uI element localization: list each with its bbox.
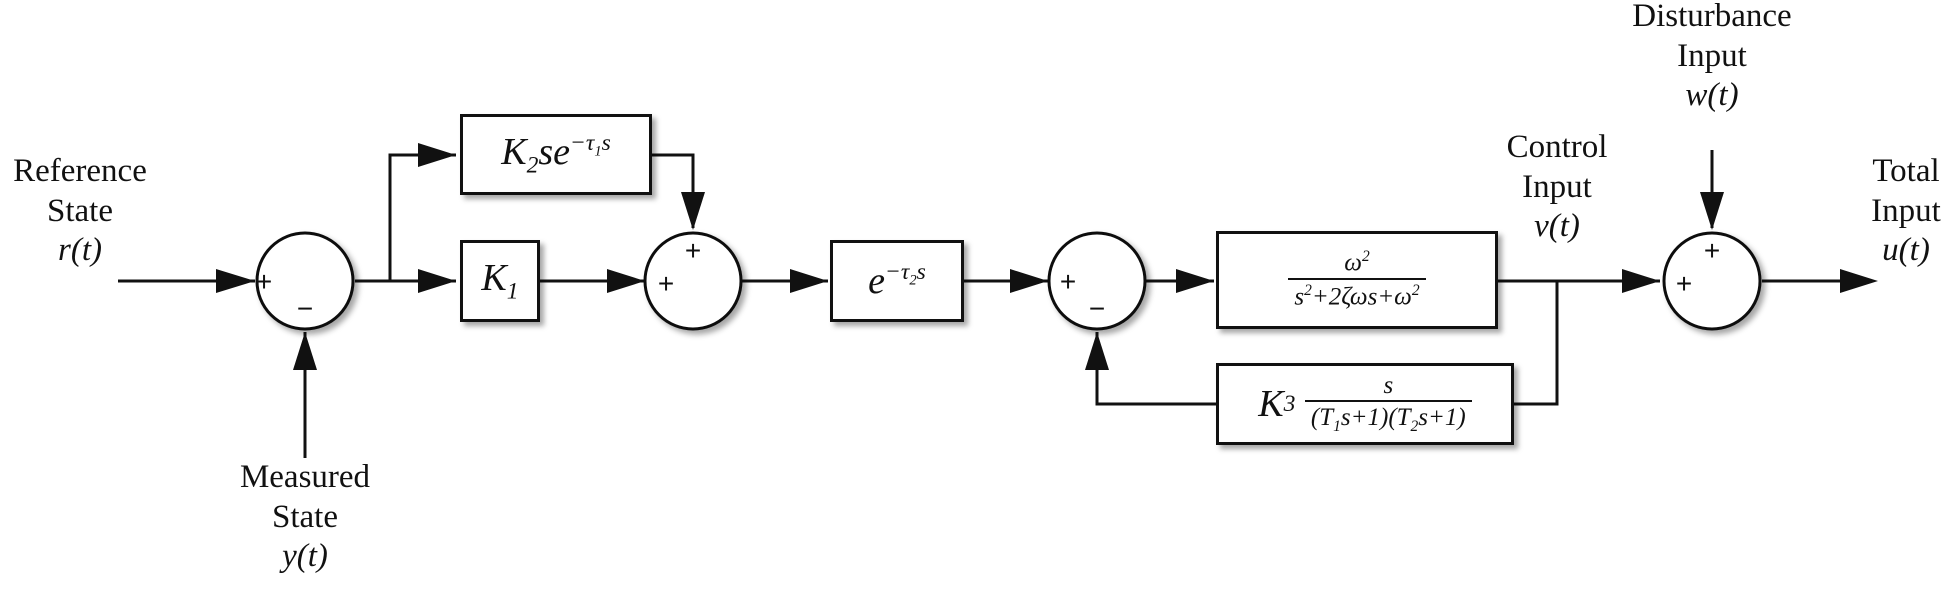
total-symbol: u(t) — [1882, 232, 1930, 269]
reference-line-1: Reference — [13, 153, 147, 189]
arrowhead — [418, 269, 456, 293]
measured-line-1: Measured — [239, 459, 371, 495]
arrowhead — [216, 269, 255, 293]
reference-line-2: State — [47, 192, 113, 229]
control-line-2: Input — [1522, 168, 1592, 205]
line-feedback-pickoff — [1512, 281, 1559, 406]
sum2-circle — [643, 231, 743, 331]
junction-signs: + − + + + − + + — [256, 235, 1720, 324]
total-line-2: Input — [1871, 192, 1941, 229]
arrowhead — [1700, 192, 1724, 230]
arrowhead — [790, 269, 828, 293]
line-branch-to-k2 — [388, 153, 456, 281]
measured-symbol: y(t) — [282, 538, 328, 575]
measured-state-label: Measured State y(t) — [210, 458, 400, 577]
disturbance-line-2: Input — [1677, 37, 1747, 74]
sum3-sign-bottom: − — [1089, 293, 1105, 324]
total-input-label: Total Input u(t) — [1862, 152, 1950, 271]
reference-symbol: r(t) — [58, 232, 102, 269]
control-input-label: Control Input v(t) — [1472, 128, 1642, 247]
block-k2-delay: K2se−τ1s — [460, 114, 652, 195]
line-feedback-to-sum3 — [1095, 332, 1216, 406]
summing-junctions — [255, 231, 1762, 331]
control-line-1: Control — [1506, 129, 1608, 165]
sum2-sign-top: + — [685, 235, 701, 266]
sum3-sign-left: + — [1060, 266, 1076, 297]
sum4-circle — [1662, 231, 1762, 331]
arrowhead — [1176, 269, 1214, 293]
arrowhead — [1085, 332, 1109, 370]
reference-state-label: Reference State r(t) — [0, 152, 160, 271]
sum4-sign-top: + — [1704, 235, 1720, 266]
line-k2-to-sum2 — [652, 153, 695, 228]
disturbance-symbol: w(t) — [1685, 77, 1739, 114]
sum1-circle — [255, 231, 355, 331]
sum1-sign-bottom: − — [297, 293, 313, 324]
block-delay: e−τ2s — [830, 240, 964, 322]
control-symbol: v(t) — [1534, 208, 1580, 245]
disturbance-line-1: Disturbance — [1632, 0, 1792, 34]
sum1-sign-left: + — [256, 266, 272, 297]
sum2-sign-left: + — [658, 268, 674, 299]
disturbance-input-label: Disturbance Input w(t) — [1602, 0, 1822, 116]
arrowhead — [681, 192, 705, 230]
arrowhead — [607, 269, 645, 293]
block-plant: ω2 s2+2ζωs+ω2 — [1216, 231, 1498, 329]
total-line-1: Total — [1872, 153, 1940, 189]
arrowhead — [1840, 269, 1878, 293]
arrowhead — [418, 143, 456, 167]
arrowhead — [1010, 269, 1048, 293]
measured-line-2: State — [272, 498, 338, 535]
sum4-sign-left: + — [1676, 268, 1692, 299]
arrowhead — [1622, 269, 1660, 293]
arrowhead — [293, 332, 317, 370]
sum3-circle — [1047, 231, 1147, 331]
arrowheads — [216, 143, 1878, 370]
block-k1: K1 — [460, 240, 540, 322]
